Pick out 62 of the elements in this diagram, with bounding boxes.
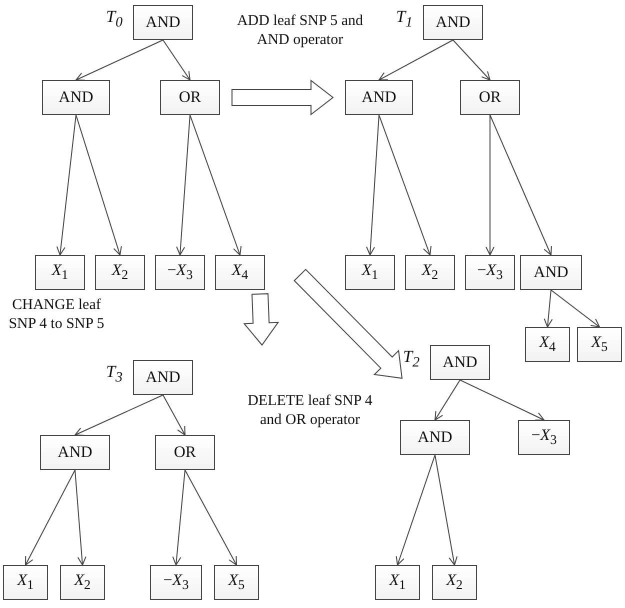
arrow — [434, 380, 460, 420]
hollow-arrow — [294, 268, 403, 379]
operator-box: AND — [133, 5, 193, 40]
arrow — [74, 394, 164, 436]
arrow — [176, 114, 190, 256]
arrow — [74, 470, 86, 566]
arrow — [25, 470, 76, 566]
operator-box: OR — [460, 80, 520, 115]
arrow — [366, 114, 380, 256]
arrow — [76, 114, 122, 256]
arrow — [378, 40, 454, 80]
operator-box: OR — [160, 80, 220, 115]
tree-label: T$_{3}$ — [106, 362, 123, 386]
operator-box: −X$_{3}$ — [518, 420, 570, 455]
operator-box: −X$_{3}$ — [465, 255, 515, 290]
arrow — [486, 114, 494, 256]
arrow — [396, 454, 436, 566]
operator-box: AND — [520, 255, 582, 290]
operation-note: ADD leaf SNP 5 and AND operator — [236, 12, 364, 50]
operator-box: X$_{2}$ — [405, 255, 455, 290]
arrow — [56, 114, 76, 256]
operation-note: CHANGE leaf SNP 4 to SNP 5 — [8, 296, 106, 334]
tree-label: T$_{1}$ — [396, 7, 413, 32]
operator-box: X$_{4}$ — [525, 327, 570, 362]
arrow — [162, 40, 190, 80]
hollow-arrow — [243, 293, 280, 346]
operator-box: AND — [430, 345, 490, 380]
arrow — [184, 470, 237, 566]
arrow — [550, 290, 600, 328]
operator-box: X$_{1}$ — [35, 255, 85, 290]
operator-box: X$_{1}$ — [345, 255, 395, 290]
operator-box: X$_{2}$ — [60, 565, 105, 600]
operator-box: X$_{2}$ — [432, 565, 477, 600]
tree-label: T$_{2}$ — [403, 347, 420, 372]
operator-box: X$_{5}$ — [577, 327, 622, 362]
operator-box: −X$_{3}$ — [155, 255, 205, 290]
arrow — [434, 454, 458, 566]
operator-box: AND — [133, 360, 193, 395]
arrow — [172, 470, 186, 566]
arrow — [452, 40, 490, 80]
arrow — [76, 40, 164, 81]
operator-box: AND — [42, 80, 110, 115]
tree-label: T$_{0}$ — [106, 7, 123, 32]
operation-note: DELETE leaf SNP 4 and OR operator — [246, 392, 374, 430]
arrow — [190, 114, 242, 256]
operator-box: AND — [345, 80, 413, 115]
arrow — [490, 114, 552, 256]
operator-box: X$_{5}$ — [214, 565, 259, 600]
arrow — [378, 114, 432, 256]
operator-box: AND — [400, 420, 470, 455]
operator-box: −X$_{3}$ — [150, 565, 202, 600]
arrow — [544, 290, 553, 328]
operator-box: X$_{2}$ — [95, 255, 145, 290]
operator-box: AND — [40, 435, 110, 470]
hollow-arrow — [232, 79, 334, 116]
operator-box: X$_{4}$ — [215, 255, 265, 290]
arrow — [460, 380, 544, 421]
operator-box: OR — [155, 435, 215, 470]
operator-box: X$_{1}$ — [3, 565, 48, 600]
arrow — [162, 394, 186, 436]
operator-box: AND — [423, 5, 483, 40]
operator-box: X$_{1}$ — [375, 565, 420, 600]
